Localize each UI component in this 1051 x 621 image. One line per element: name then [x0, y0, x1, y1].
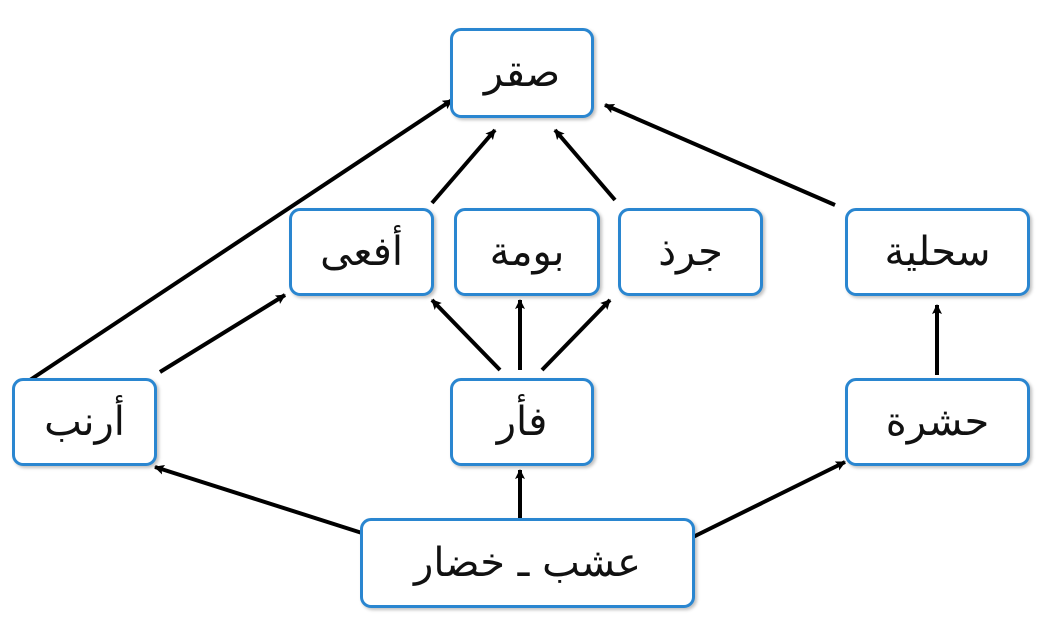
node-plants: عشب ـ خضار	[360, 518, 695, 608]
edge-rabbit-viper	[158, 293, 287, 374]
node-viper: أفعى	[289, 208, 434, 296]
edge-lizard-falcon	[604, 103, 836, 207]
edge-plants-insect	[692, 460, 846, 539]
node-falcon: صقر	[450, 28, 594, 118]
node-lizard: سحلية	[845, 208, 1030, 296]
edge-rabbit-falcon	[28, 98, 454, 382]
edge-plants-rabbit	[154, 464, 363, 535]
edge-mouse-viper	[430, 298, 502, 372]
node-rat: جرذ	[618, 208, 763, 296]
edge-rat-falcon	[553, 128, 617, 202]
node-mouse: فأر	[450, 378, 594, 466]
edge-viper-falcon	[430, 128, 497, 205]
node-rabbit: أرنب	[12, 378, 157, 466]
node-insect: حشرة	[845, 378, 1030, 466]
node-owl: بومة	[454, 208, 600, 296]
edge-mouse-rat	[540, 298, 612, 372]
